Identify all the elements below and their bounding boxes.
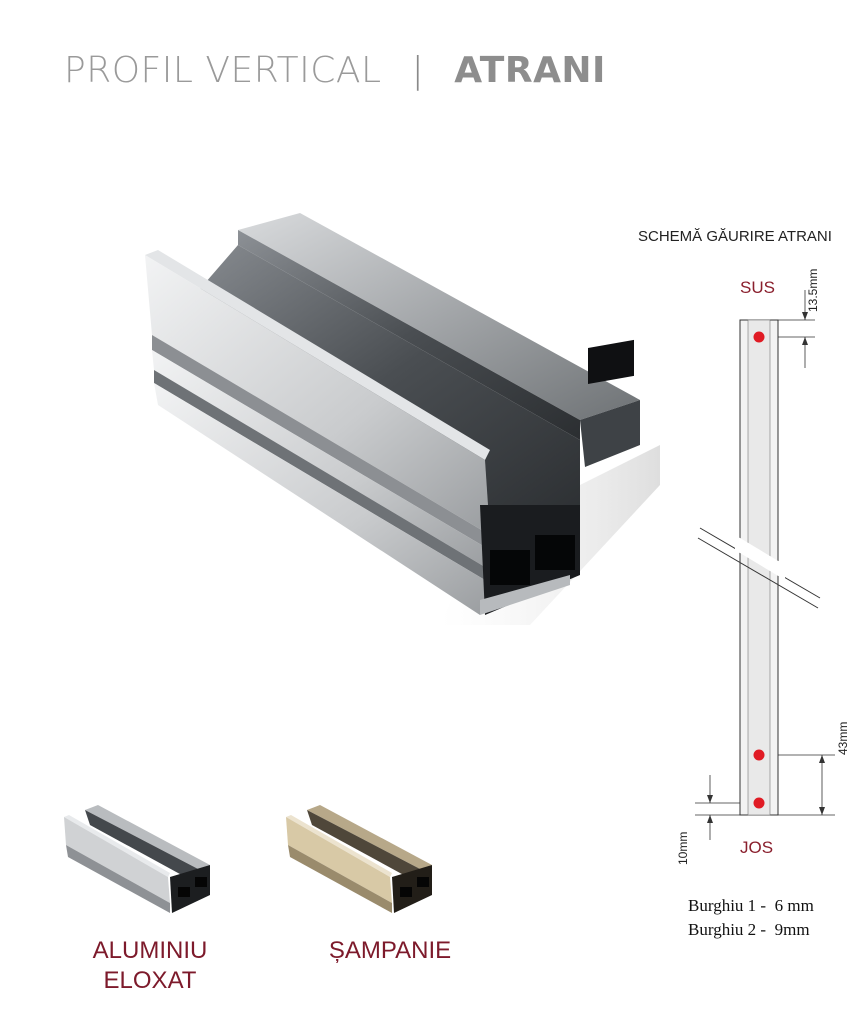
finish-aluminium-image xyxy=(64,805,210,913)
drill-note-1: Burghiu 1 - 6 mm xyxy=(688,896,814,915)
drill-2-size: 9mm xyxy=(774,920,810,939)
dim-spacing-label: 43mm xyxy=(836,721,850,755)
drill-2-name: Burghiu 2 xyxy=(688,920,757,939)
dim-top-label: 13.5mm xyxy=(806,268,820,312)
title-right: ATRANI xyxy=(454,50,606,91)
bottom-label: JOS xyxy=(740,838,774,857)
finish-champagne-image xyxy=(286,805,432,913)
finish-aluminium-line2: ELOXAT xyxy=(103,967,197,994)
drilling-scheme-diagram xyxy=(695,290,835,840)
top-hole xyxy=(753,331,765,343)
finish-champagne-label: ȘAMPANIE xyxy=(300,936,480,966)
finish-champagne-line1: ȘAMPANIE xyxy=(328,937,452,964)
drill-1-size: 6 mm xyxy=(774,896,814,915)
title-separator: | xyxy=(411,50,425,91)
profile-main-image xyxy=(145,213,660,625)
bottom-hole-2 xyxy=(753,797,765,809)
scheme-title: SCHEMĂ GĂURIRE ATRANI xyxy=(638,228,832,245)
top-label: SUS xyxy=(740,278,775,297)
finish-aluminium-line1: ALUMINIU xyxy=(92,937,208,964)
drill-1-name: Burghiu 1 xyxy=(688,896,757,915)
finish-aluminium-label: ALUMINIU ELOXAT xyxy=(70,936,230,996)
page-title: PROFIL VERTICAL | ATRANI xyxy=(64,50,606,91)
bottom-hole-1 xyxy=(753,749,765,761)
dim-bottom-label: 10mm xyxy=(676,831,690,865)
title-left: PROFIL VERTICAL xyxy=(64,50,382,91)
drill-note-2: Burghiu 2 - 9mm xyxy=(688,920,810,939)
